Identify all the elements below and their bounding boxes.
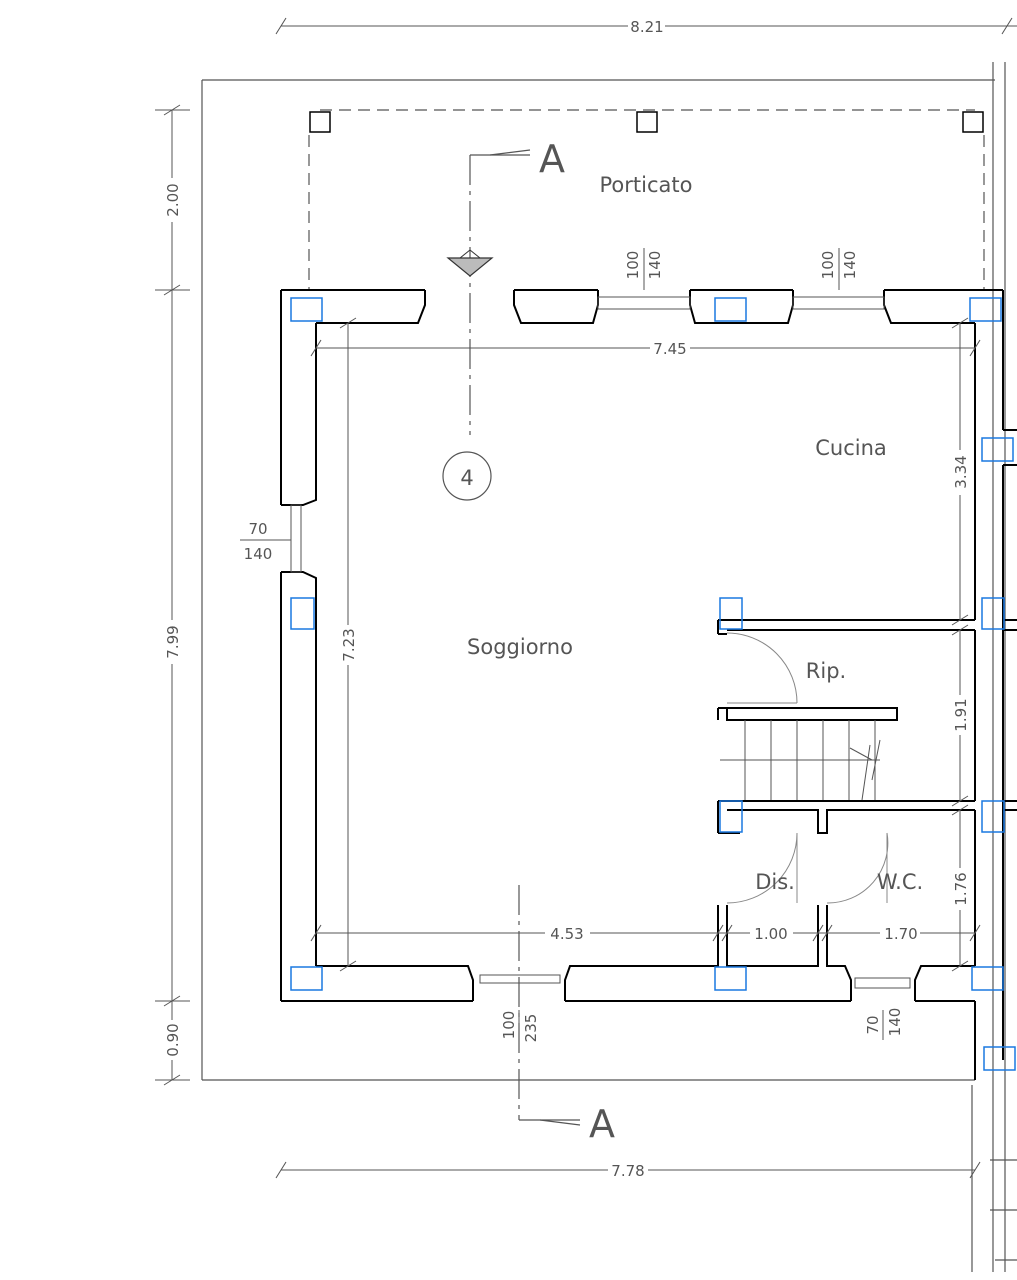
bottom-window-width: 70 [864, 1015, 882, 1034]
column [290, 297, 323, 322]
view-arrow-icon [446, 257, 494, 277]
opening-labels: 100 140 100 140 70 140 100 235 70 140 [244, 251, 904, 1043]
dim-interior-height: 7.23 [340, 628, 358, 661]
section-line [469, 149, 581, 1126]
top-window-1-width: 100 [624, 251, 642, 280]
column [714, 297, 747, 322]
column [971, 966, 1004, 991]
walls [280, 289, 1017, 1080]
pillar [962, 111, 984, 133]
dimension-labels: 8.21 7.45 7.78 4.53 1.00 1.70 2.00 7.99 … [164, 18, 970, 1180]
top-window-1-height: 140 [646, 251, 664, 280]
column [981, 597, 1005, 630]
dim-interior-width: 7.45 [653, 340, 686, 358]
room-wc: W.C. [877, 870, 923, 894]
dim-storage-height: 1.91 [952, 698, 970, 731]
view-marker-circle [442, 451, 492, 501]
section-label-bottom: A [589, 1102, 615, 1146]
bottom-door-height: 235 [522, 1014, 540, 1043]
dim-left-house: 7.99 [164, 625, 182, 658]
porch-pillars [309, 111, 984, 133]
room-porch: Porticato [600, 173, 693, 197]
section-label-top: A [539, 137, 565, 181]
dim-left-porch: 2.00 [164, 183, 182, 216]
column [290, 966, 323, 991]
bottom-window-height: 140 [886, 1008, 904, 1037]
lot-boundary [201, 62, 1017, 1272]
view-marker [442, 249, 494, 501]
dim-wc-height: 1.76 [952, 872, 970, 905]
room-living: Soggiorno [467, 635, 573, 659]
dim-bottom-seg-2: 1.00 [754, 925, 787, 943]
dimension-lines [155, 17, 1017, 1179]
door-swings [726, 632, 889, 904]
porch-outline [308, 109, 985, 290]
dim-bottom-seg-1: 4.53 [550, 925, 583, 943]
column [714, 966, 747, 991]
column [983, 1046, 1016, 1071]
column [981, 437, 1014, 462]
column [981, 800, 1005, 833]
view-marker-number: 4 [460, 466, 473, 490]
top-window-2-width: 100 [819, 251, 837, 280]
windows [290, 296, 911, 989]
dim-kitchen-height: 3.34 [952, 455, 970, 488]
section-labels: A A 4 [460, 137, 615, 1146]
room-labels: Porticato Cucina Soggiorno Rip. Dis. W.C… [467, 173, 923, 894]
room-kitchen: Cucina [815, 436, 887, 460]
top-window-2-height: 140 [841, 251, 859, 280]
pillar [309, 111, 331, 133]
column [719, 597, 743, 630]
room-storage: Rip. [806, 659, 846, 683]
dim-bottom-overall: 7.78 [611, 1162, 644, 1180]
left-window-height: 140 [244, 545, 273, 563]
column [290, 597, 315, 630]
pillar [636, 111, 658, 133]
left-window-width: 70 [248, 520, 267, 538]
room-hall: Dis. [755, 870, 795, 894]
dim-left-bottom: 0.90 [164, 1023, 182, 1056]
dim-top-overall: 8.21 [630, 18, 663, 36]
structural-columns [290, 297, 1016, 1071]
dim-bottom-seg-3: 1.70 [884, 925, 917, 943]
column [969, 297, 1002, 322]
staircase [720, 720, 881, 801]
bottom-door-width: 100 [500, 1011, 518, 1040]
column [719, 800, 743, 833]
